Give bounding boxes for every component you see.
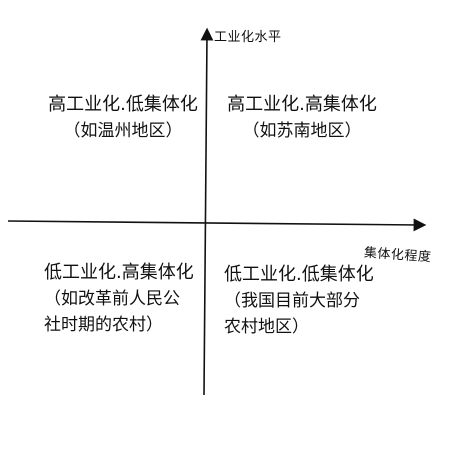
quadrant-note: 农村地区） bbox=[224, 317, 309, 337]
y-axis-label: 工业化水平 bbox=[214, 30, 282, 45]
quadrant-bottom-left: 低工业化.高集体化 （如改革前人民公 社时期的农村） bbox=[44, 260, 202, 338]
quadrant-note: （如苏南地区） bbox=[242, 121, 362, 141]
quadrant-note: （如温州地区） bbox=[63, 121, 183, 141]
quadrant-top-right: 高工业化.高集体化 （如苏南地区） bbox=[226, 92, 378, 144]
quadrant-note: （我国目前大部分 bbox=[224, 291, 360, 311]
quadrant-bottom-right: 低工业化.低集体化 （我国目前大部分 农村地区） bbox=[224, 262, 384, 340]
quadrant-title: 低工业化.高集体化 bbox=[44, 262, 194, 283]
quadrant-note: （如改革前人民公 bbox=[44, 289, 180, 309]
y-axis bbox=[200, 27, 214, 396]
quadrant-note: 社时期的农村） bbox=[44, 315, 163, 335]
quadrant-title: 低工业化.低集体化 bbox=[224, 264, 374, 285]
quadrant-title: 高工业化.高集体化 bbox=[227, 94, 377, 115]
quadrant-title: 高工业化.低集体化 bbox=[48, 94, 198, 115]
x-axis bbox=[7, 218, 427, 232]
quadrant-top-left: 高工业化.低集体化 （如温州地区） bbox=[48, 92, 198, 144]
